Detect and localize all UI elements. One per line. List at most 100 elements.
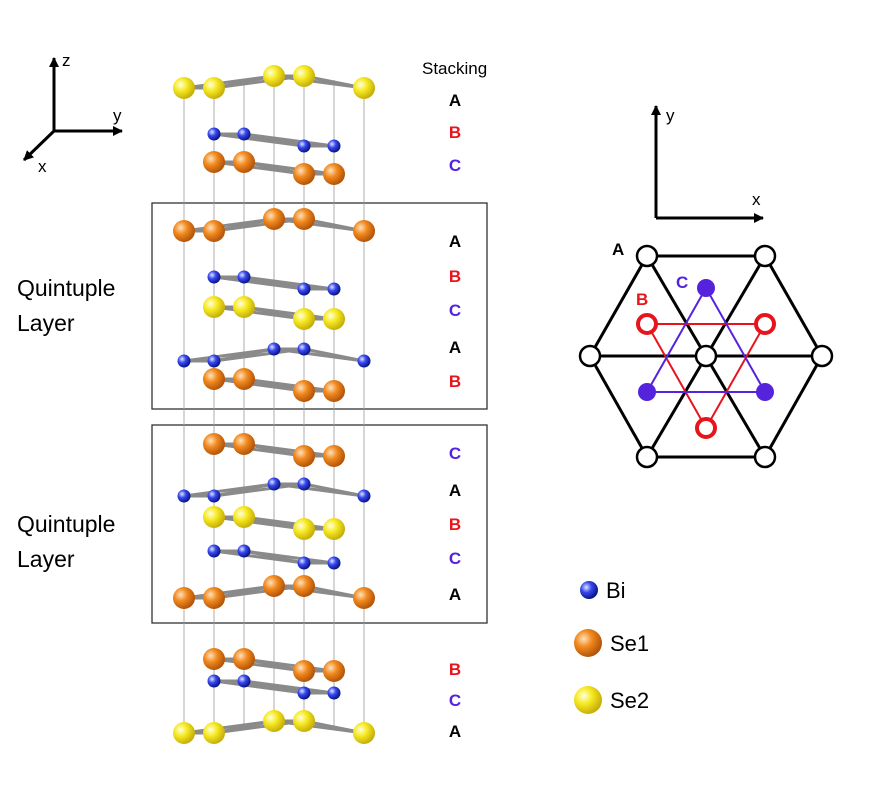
atomic-layer-se2: [173, 65, 375, 99]
atom-se1: [323, 163, 345, 185]
atom-bi: [237, 674, 251, 688]
atom-se1: [203, 151, 225, 173]
hex-site-a: [694, 344, 718, 368]
atom-se2: [233, 506, 255, 528]
atom-se1: [233, 368, 255, 390]
stacking-header: Stacking: [422, 59, 487, 78]
quintuple-layer-box-2: [151, 424, 488, 624]
atom-bi: [327, 139, 341, 153]
atom-se2: [173, 77, 195, 99]
atom-bi: [297, 686, 311, 700]
stacking-letter: C: [449, 549, 461, 568]
hex-lattice-line: [588, 355, 649, 458]
atom-se1: [233, 648, 255, 670]
atomic-layer-se1: [203, 648, 345, 682]
atom-bi: [237, 544, 251, 558]
atom-se2: [293, 518, 315, 540]
atom-se1: [293, 208, 315, 230]
hex-site-b: [754, 313, 776, 335]
hex-site-c: [756, 383, 774, 401]
atom-se1: [263, 575, 285, 597]
atom-bi: [297, 342, 311, 356]
atom-se2: [293, 710, 315, 732]
hex-site-a: [810, 344, 834, 368]
atom-bi: [357, 489, 371, 503]
hex-lattice-line: [588, 255, 649, 357]
c-triangle: [645, 285, 767, 393]
quintuple-layer-box-1: [151, 202, 488, 410]
hex-label-a: A: [612, 240, 624, 259]
hex-lattice-line: [763, 255, 824, 357]
atom-se2: [203, 296, 225, 318]
atom-bi: [237, 127, 251, 141]
hex-site-a: [578, 344, 602, 368]
atom-se1: [293, 380, 315, 402]
bond: [243, 549, 305, 565]
quintuple-label-2-line1: Quintuple: [17, 511, 115, 537]
atom-se1: [353, 220, 375, 242]
atom-se2: [263, 65, 285, 87]
legend-bi-label: Bi: [606, 578, 626, 603]
atomic-layer-se2: [203, 296, 345, 330]
quintuple-label-2-line2: Layer: [17, 546, 75, 572]
atom-se2: [323, 308, 345, 330]
legend-se1-marker: [574, 629, 602, 657]
atom-se1: [263, 208, 285, 230]
bond: [213, 347, 275, 363]
atomic-layer-se2: [173, 710, 375, 744]
quintuple-label-1-line2: Layer: [17, 310, 75, 336]
hex-site-a: [753, 244, 777, 268]
stacking-letter: B: [449, 123, 461, 142]
hex-site-a: [635, 244, 659, 268]
atom-se1: [293, 163, 315, 185]
legend-se1-label: Se1: [610, 631, 649, 656]
hex-site-c: [697, 279, 715, 297]
right-x-axis-label: x: [752, 190, 761, 209]
atom-se1: [203, 648, 225, 670]
atom-se1: [323, 660, 345, 682]
atom-se1: [203, 368, 225, 390]
atom-bi: [207, 674, 221, 688]
atom-bi: [207, 127, 221, 141]
atom-se1: [173, 587, 195, 609]
atomic-layer-bi: [177, 477, 371, 503]
atomic-layer-se2: [203, 506, 345, 540]
atom-se1: [203, 433, 225, 455]
hex-lattice-line: [763, 355, 824, 458]
atom-bi: [207, 544, 221, 558]
atom-se2: [203, 722, 225, 744]
stacking-letter: A: [449, 585, 461, 604]
z-axis-label: z: [62, 51, 71, 70]
hex-label-b: B: [636, 290, 648, 309]
atom-bi: [297, 556, 311, 570]
hex-site-c: [638, 383, 656, 401]
bond: [213, 482, 275, 498]
atomic-layer-se1: [203, 433, 345, 467]
stacking-letter: B: [449, 372, 461, 391]
atom-se1: [293, 445, 315, 467]
atom-se1: [323, 445, 345, 467]
atom-se2: [353, 722, 375, 744]
atom-bi: [297, 282, 311, 296]
atomic-layer-bi: [207, 674, 341, 700]
atom-bi: [267, 477, 281, 491]
bond: [303, 482, 365, 498]
x-axis-label: x: [38, 157, 47, 176]
legend-se2-marker: [574, 686, 602, 714]
atom-bi: [207, 489, 221, 503]
stacking-letter: C: [449, 301, 461, 320]
right-axes: y x: [651, 105, 764, 223]
atom-se2: [263, 710, 285, 732]
x-axis-arrow: [22, 129, 56, 162]
atom-bi: [267, 342, 281, 356]
atom-bi: [327, 556, 341, 570]
atom-se1: [233, 433, 255, 455]
atomic-layer-bi: [177, 342, 371, 368]
atom-se2: [173, 722, 195, 744]
bond: [213, 275, 335, 291]
stacking-letter: C: [449, 156, 461, 175]
hex-site-b: [695, 417, 717, 439]
stacking-letter: B: [449, 267, 461, 286]
atom-bi: [357, 354, 371, 368]
atom-bi: [207, 270, 221, 284]
